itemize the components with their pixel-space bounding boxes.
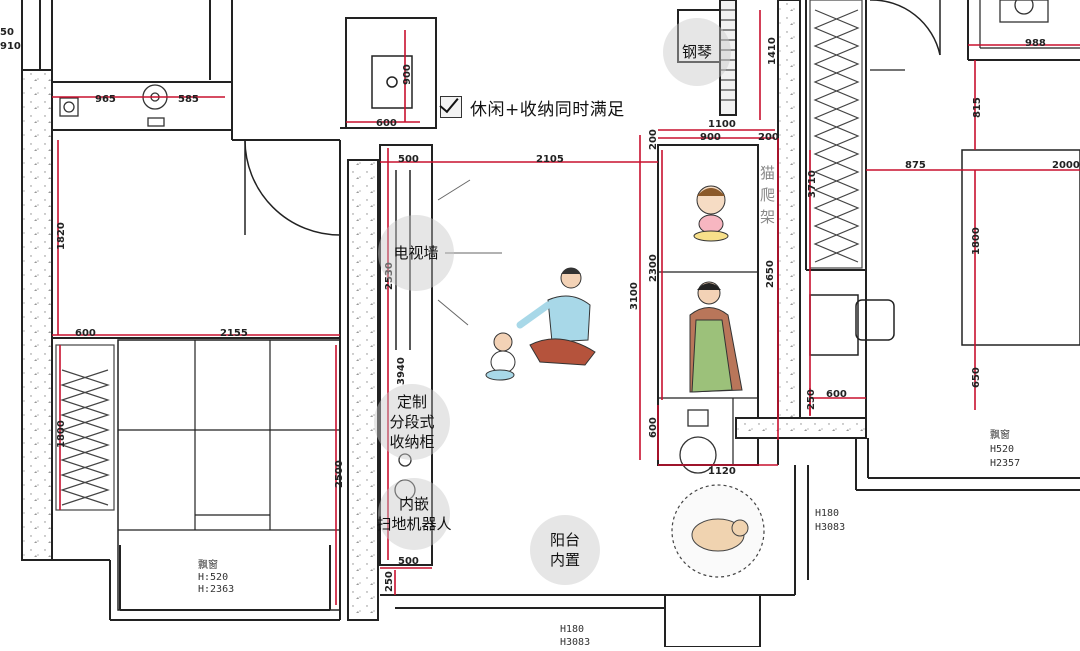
dim-1410: 1410 <box>767 37 778 65</box>
robot-label-1: 内嵌 <box>398 495 429 513</box>
dim-3940: 3940 <box>396 357 407 385</box>
dim-1120: 1120 <box>708 466 736 477</box>
dim-200-left: 200 <box>648 129 659 150</box>
bay-right-title: 飘窗 <box>990 428 1010 441</box>
dim-900-top: 900 <box>402 64 413 85</box>
tv-wall-bubble: 电视墙 <box>378 215 454 291</box>
dim-600-top: 600 <box>376 118 397 129</box>
sill-bottom-h2: H3083 <box>560 637 590 647</box>
dim-1800-left: 1800 <box>56 420 67 448</box>
checkmark-icon <box>440 96 462 118</box>
dim-900: 900 <box>700 132 721 143</box>
fixtures <box>59 0 1049 501</box>
climbing-char-3: 架 <box>760 208 775 226</box>
father-illustration <box>516 267 596 366</box>
dim-2300: 2300 <box>648 254 659 282</box>
dim-650: 650 <box>971 367 982 388</box>
dim-500-bot: 500 <box>398 556 419 567</box>
dimension-labels: 965 585 600 900 1100 900 200 1410 815 98… <box>0 27 1080 592</box>
feature-headline: 休闲+收纳同时满足 <box>440 94 625 120</box>
balcony-label-1: 阳台 <box>549 531 580 549</box>
dim-500-top: 500 <box>398 154 419 165</box>
dim-988: 988 <box>1025 38 1046 49</box>
climbing-char-1: 猫 <box>760 164 775 182</box>
dim-2000: 2000 <box>1052 160 1080 171</box>
window-notes: 飘窗 H:520 H:2363 飘窗 H520 H2357 H180 H3083… <box>198 428 1020 648</box>
dim-815: 815 <box>972 97 983 118</box>
dim-1100: 1100 <box>708 119 736 130</box>
tv-wall-label: 电视墙 <box>393 244 439 262</box>
bay-right-h2: H2357 <box>990 458 1020 469</box>
piano-bubble: 钢琴 <box>663 18 731 86</box>
climbing-frame-label: 猫 爬 架 <box>760 164 775 226</box>
bay-left-title: 飘窗 <box>198 558 218 571</box>
dim-1820: 1820 <box>56 222 67 250</box>
mother-illustration <box>689 281 743 393</box>
tv-wall-decor <box>437 179 502 326</box>
dim-2155: 2155 <box>220 328 248 339</box>
dim-2105: 2105 <box>536 154 564 165</box>
dim-250-right: 250 <box>806 389 817 410</box>
balcony-label-2: 内置 <box>549 551 580 569</box>
dim-600-left: 600 <box>75 328 96 339</box>
dim-2650: 2650 <box>765 260 776 288</box>
sill-right-h: H180 <box>815 508 839 519</box>
robot-label-2: 扫地机器人 <box>376 515 452 533</box>
bay-right-h: H520 <box>990 444 1014 455</box>
headline-text: 休闲+收纳同时满足 <box>470 99 625 120</box>
dim-2530: 2530 <box>384 262 395 290</box>
dim-600-desk: 600 <box>826 389 847 400</box>
robot-bubble: 内嵌 扫地机器人 <box>376 478 452 550</box>
bay-left-h2: H:2363 <box>198 584 234 595</box>
sill-bottom-h: H180 <box>560 624 584 635</box>
dim-3710: 3710 <box>807 170 818 198</box>
balcony-bubble: 阳台 内置 <box>530 515 600 585</box>
dim-875: 875 <box>905 160 926 171</box>
dim-910: 910 <box>0 41 21 52</box>
baby-illustration <box>485 332 516 381</box>
wardrobe-left <box>55 344 115 511</box>
dim-600-cab: 600 <box>648 417 659 438</box>
dim-2500: 2500 <box>334 460 345 488</box>
child-illustration <box>693 185 729 242</box>
dim-585: 585 <box>178 94 199 105</box>
dim-200-top: 200 <box>758 132 779 143</box>
piano-label: 钢琴 <box>681 43 712 61</box>
dimension-lines <box>52 10 1080 605</box>
cabinet-label-3: 收纳柜 <box>389 433 435 451</box>
sill-right-h2: H3083 <box>815 522 845 533</box>
climbing-char-2: 爬 <box>760 186 775 204</box>
dim-1800-right: 1800 <box>971 227 982 255</box>
dim-3100: 3100 <box>629 282 640 310</box>
cabinet-label-1: 定制 <box>396 393 427 411</box>
bay-left-h: H:520 <box>198 572 228 583</box>
dim-250-bot: 250 <box>384 571 395 592</box>
cabinet-label-2: 分段式 <box>389 413 435 431</box>
cat-rug <box>671 484 765 578</box>
dim-965: 965 <box>95 94 116 105</box>
cabinet-bubble: 定制 分段式 收纳柜 <box>374 384 450 460</box>
wardrobe-right <box>809 0 863 269</box>
dim-50: 50 <box>0 27 14 38</box>
